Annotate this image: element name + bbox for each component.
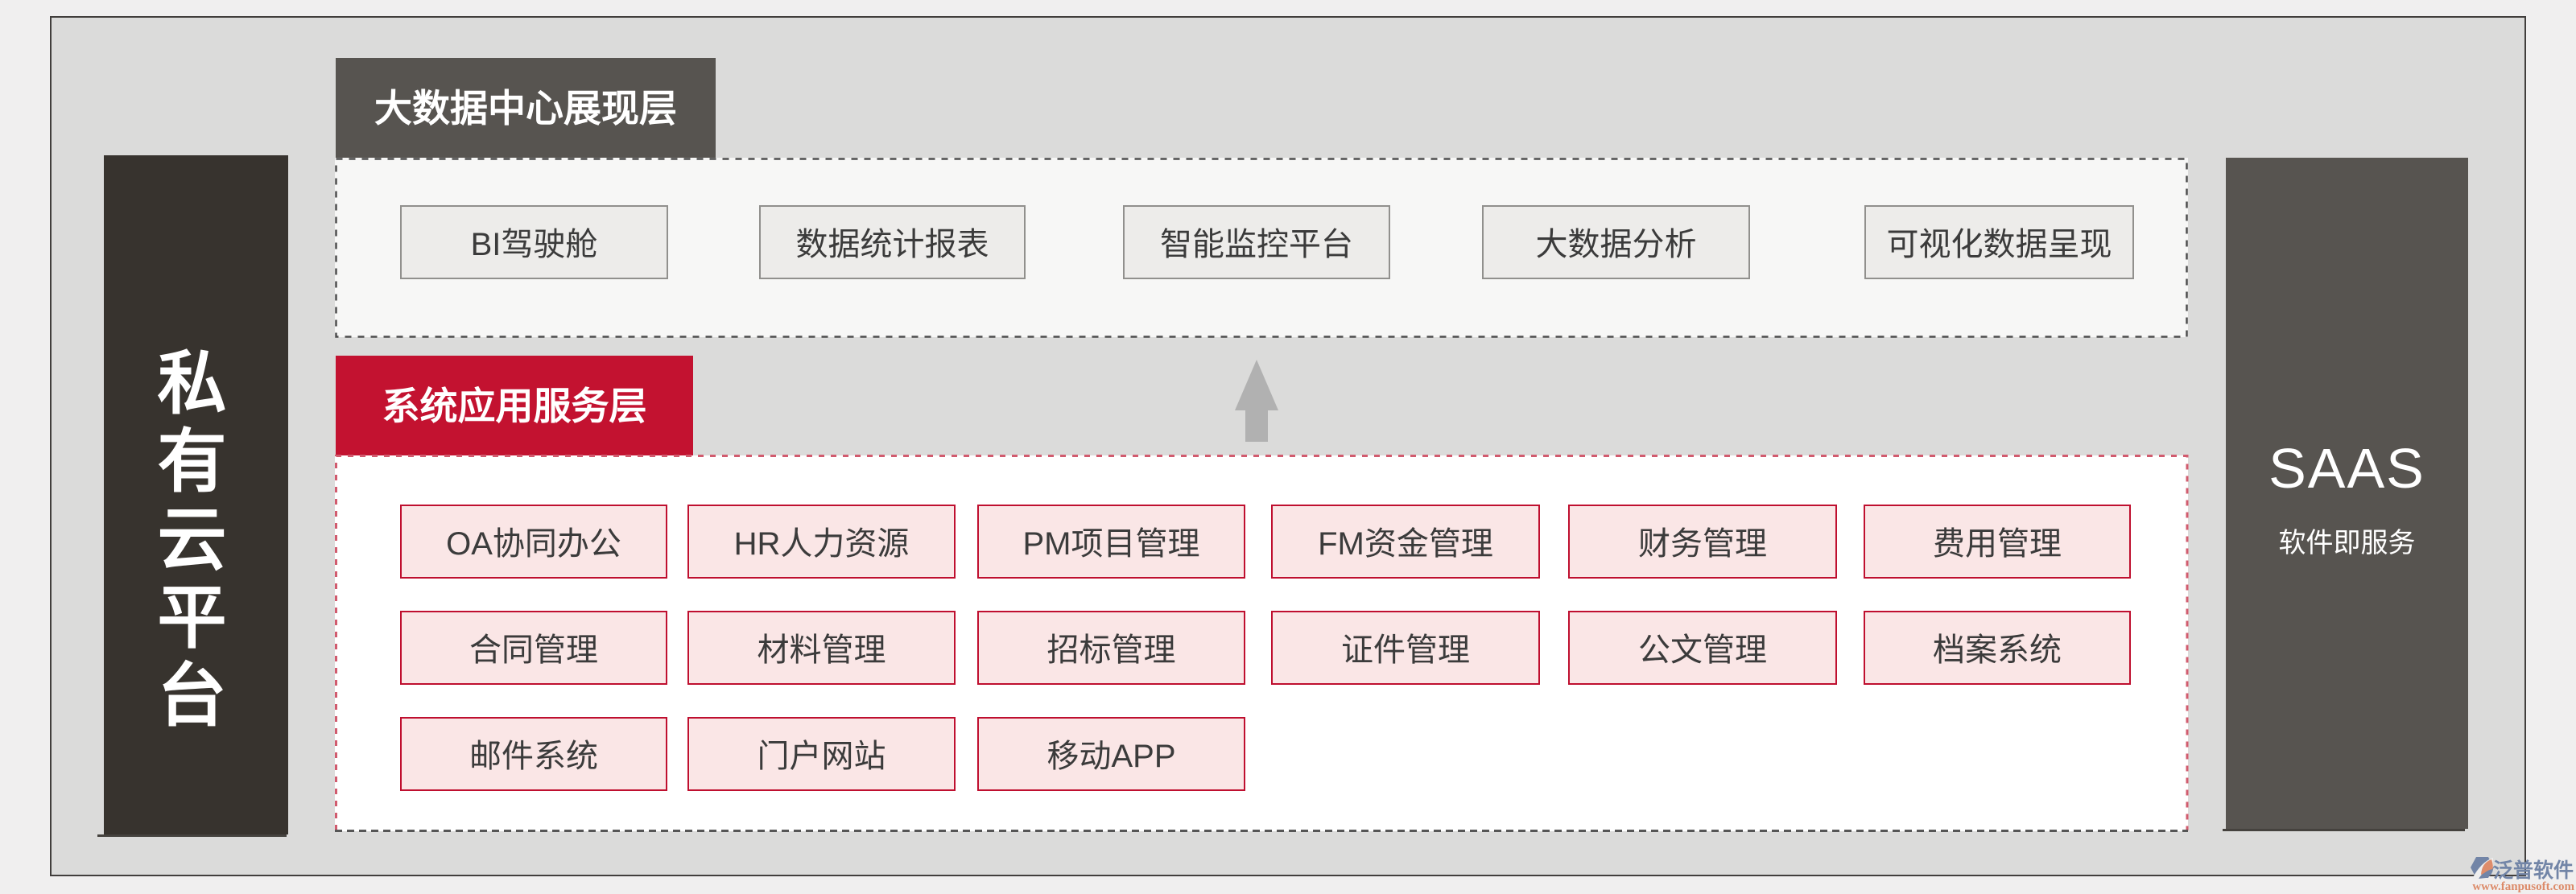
svg-text:www.fanpusoft.com: www.fanpusoft.com [2472, 880, 2574, 893]
